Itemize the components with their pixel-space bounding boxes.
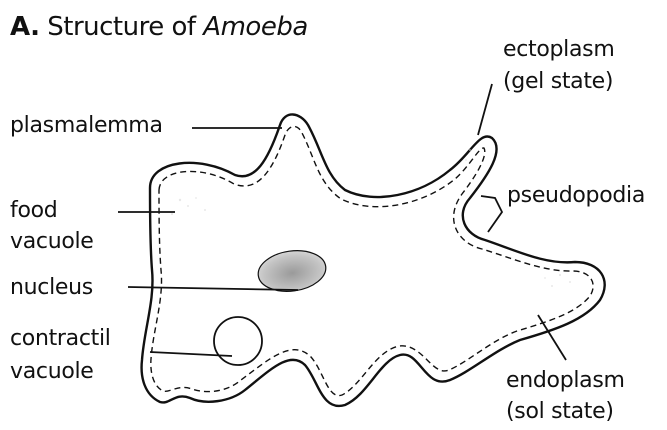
- diagram-title: A. Structure of Amoeba: [10, 12, 308, 42]
- title-letter: A.: [10, 12, 39, 42]
- label-contractile-line2: vacuole: [10, 358, 94, 385]
- label-ectoplasm-line1: ectoplasm: [503, 36, 614, 63]
- amoeba-cell-outline: [142, 114, 605, 406]
- label-endoplasm-line2: (sol state): [506, 398, 614, 425]
- label-nucleus: nucleus: [10, 274, 93, 301]
- label-ectoplasm-line2: (gel state): [503, 68, 613, 95]
- contractile-vacuole-shape: [214, 317, 262, 365]
- ectoplasm-leader: [478, 84, 492, 135]
- title-text: Structure of: [47, 12, 195, 42]
- label-plasmalemma: plasmalemma: [10, 112, 163, 139]
- title-genus: Amoeba: [203, 12, 307, 42]
- label-contractile-line1: contractil: [10, 325, 111, 352]
- label-food-vacuole-line2: vacuole: [10, 228, 94, 255]
- label-pseudopodia: pseudopodia: [507, 182, 645, 209]
- pseudopodia-leader: [481, 196, 502, 232]
- label-endoplasm-line1: endoplasm: [506, 367, 625, 394]
- label-food-vacuole-line1: food: [10, 197, 57, 224]
